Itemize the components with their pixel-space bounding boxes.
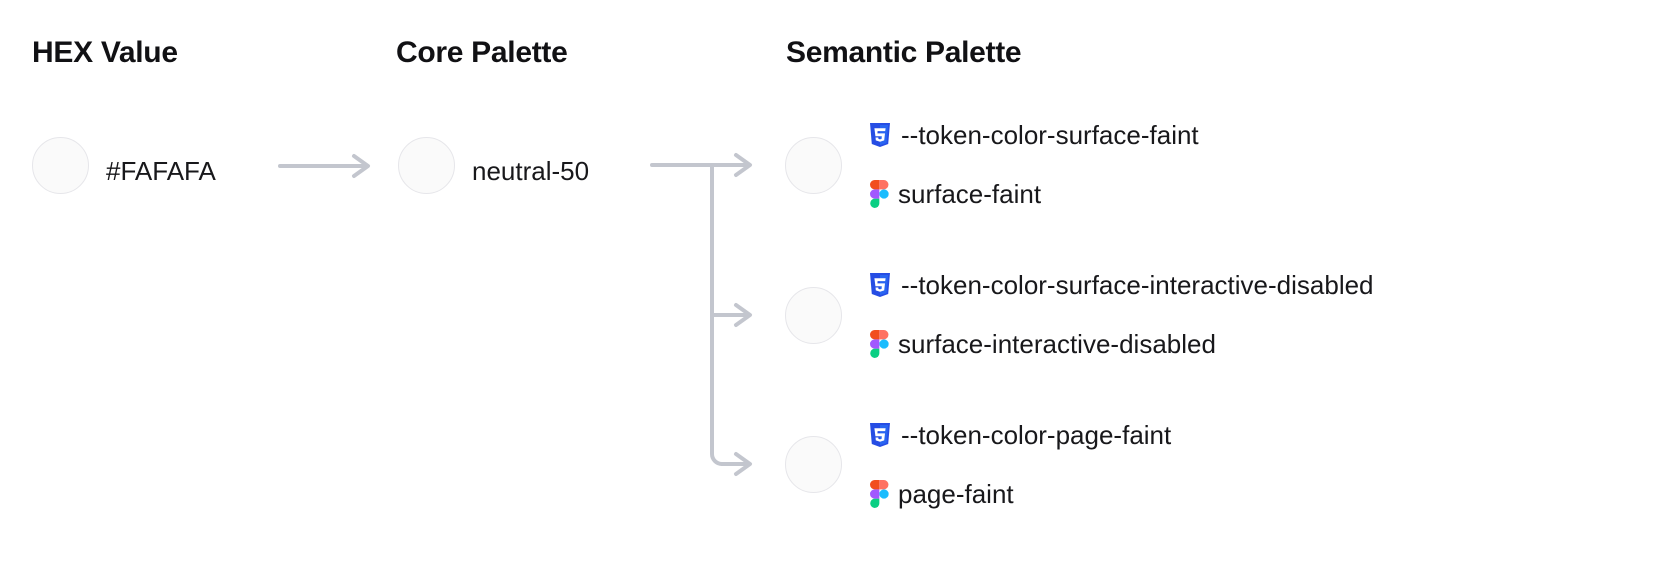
arrow-hex-to-core-icon <box>278 152 378 180</box>
figma-token-row: page-faint <box>870 480 1014 508</box>
css-token-label: --token-color-surface-interactive-disabl… <box>901 270 1374 300</box>
css3-icon <box>868 422 892 448</box>
branching-arrows-core-to-semantic-icon <box>648 148 778 488</box>
figma-token-row: surface-interactive-disabled <box>870 330 1216 358</box>
css-token-label: --token-color-surface-faint <box>901 120 1199 150</box>
figma-icon <box>870 330 889 358</box>
column-heading-core-palette: Core Palette <box>396 36 568 69</box>
hex-value-label: #FAFAFA <box>106 156 216 186</box>
css-token-label: --token-color-page-faint <box>901 420 1172 450</box>
semantic-color-swatch <box>785 287 842 344</box>
figma-token-label: surface-interactive-disabled <box>898 329 1216 359</box>
css-token-row: --token-color-surface-interactive-disabl… <box>868 272 1374 298</box>
css3-icon <box>868 122 892 148</box>
figma-icon <box>870 480 889 508</box>
figma-token-row: surface-faint <box>870 180 1041 208</box>
figma-token-label: surface-faint <box>898 179 1042 209</box>
css-token-row: --token-color-surface-faint <box>868 122 1199 148</box>
semantic-color-swatch <box>785 137 842 194</box>
css3-icon <box>868 272 892 298</box>
core-color-swatch <box>398 137 455 194</box>
column-heading-hex-value: HEX Value <box>32 36 178 69</box>
column-heading-semantic-palette: Semantic Palette <box>786 36 1022 69</box>
hex-color-swatch <box>32 137 89 194</box>
figma-token-label: page-faint <box>898 479 1014 509</box>
semantic-color-swatch <box>785 436 842 493</box>
css-token-row: --token-color-page-faint <box>868 422 1171 448</box>
core-palette-label: neutral-50 <box>472 156 590 186</box>
figma-icon <box>870 180 889 208</box>
